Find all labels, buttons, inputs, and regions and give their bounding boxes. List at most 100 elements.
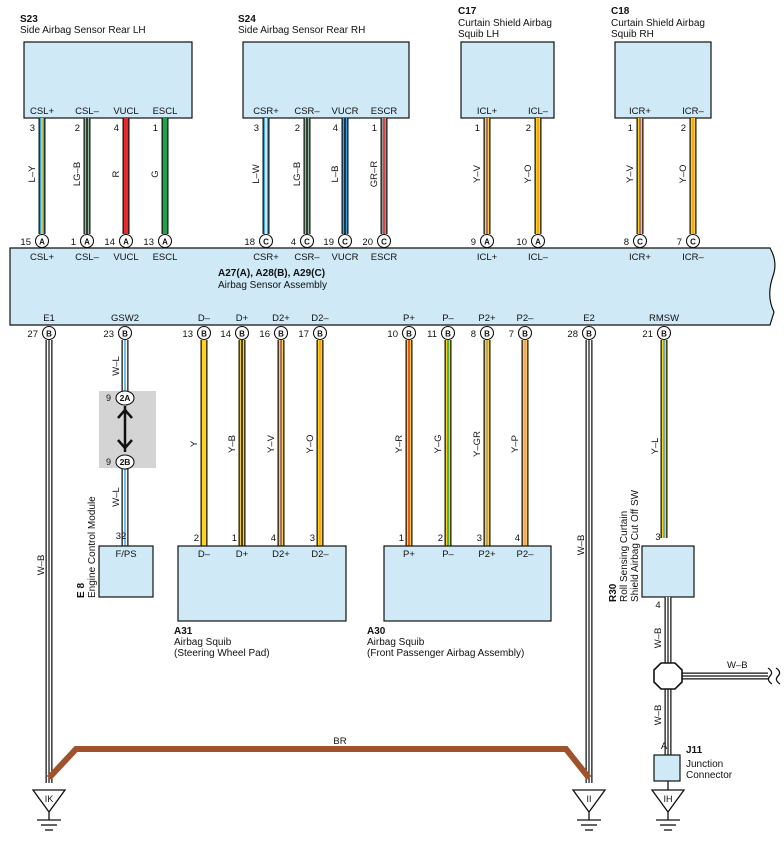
upper-pin-number: 2 [526,123,531,134]
assembly-box [9,247,776,326]
assembly-pin-name: CSL+ [30,252,54,263]
wire-label-r30-out: W–B [653,628,664,649]
c18-box [614,41,712,119]
squib-wire: Y–R [394,340,413,546]
top-wire: 2LG–B [292,118,311,234]
upper-pin-number: 1 [475,123,480,134]
assembly-pin-name: P– [442,313,454,324]
squib-wire: Y–O [305,340,324,546]
assembly-pin-number: 28 [567,329,578,340]
connector-letter: A [84,238,90,247]
connector-pin-icon [632,233,648,249]
assembly-pin-number: 27 [27,329,38,340]
s24-box [242,41,410,119]
assembly-pin-number: 18 [244,237,255,248]
wire-label: GR–R [369,161,380,188]
ground-label-mid: II [586,794,591,804]
airbag-sensor-assembly: A27(A), A28(B), A29(C) Airbag Sensor Ass… [9,247,776,326]
a31-pin-number: 4 [271,533,276,544]
assembly-pin-name: P2+ [478,313,496,324]
wire-e1: W–B [36,340,53,783]
connector-pin-icon [581,325,597,341]
assembly-pin-name: P2– [517,313,535,324]
assembly-pin-number: 9 [471,237,476,248]
assembly-code: A27(A), A28(B), A29(C) [218,268,325,279]
connector-pin-icon [157,233,173,249]
a30-pin-number: 2 [438,533,443,544]
wire-label: Y–O [678,164,689,183]
c17-name-line2: Squib LH [458,29,499,40]
assembly-bottom-pins: E1B27GSW2B23D–B13D+B14D2+B16D2–B17P+B10P… [27,313,679,341]
assembly-pin-number: 23 [103,329,114,340]
wire-label-e1: W–B [36,555,47,576]
connector-pin-icon [479,325,495,341]
connector-letter: B [122,330,128,339]
c17-pin-label: ICL– [528,106,549,117]
connector-letter: A [535,238,541,247]
assembly-pin-number: 10 [516,237,527,248]
top-wire: 3L–W [251,118,270,234]
assembly-pin-name: ICR+ [629,252,651,263]
squib-wire: Y–G [433,340,452,546]
assembly-pin-name: ESCR [371,252,398,263]
connector-pin-icon [312,325,328,341]
wire-label: Y–O [523,164,534,183]
wire-label: Y–V [625,164,636,183]
a30-sub: (Front Passenger Airbag Assembly) [367,648,524,659]
top-wire: 4R [111,118,130,234]
inline-label-2a: 2A [120,393,131,403]
connector-letter: C [304,238,310,247]
a30-pin-name: P2– [517,549,535,560]
upper-pin-number: 3 [30,123,35,134]
connector-pin-icon [337,233,353,249]
c18-code: C18 [611,6,630,17]
connector-letter: C [342,238,348,247]
j11-box [653,754,681,782]
connector-letter: B [239,330,245,339]
a31-pin-name: D2– [311,549,329,560]
squib-wire: Y–P [510,340,529,546]
ground-ii: II [571,789,607,831]
wire-label-branch: W–B [727,660,748,671]
top-wire: 2Y–O [523,118,542,234]
s24-pin-label: CSR– [294,106,320,117]
top-wire: 2Y–O [678,118,697,234]
connector-pin-icon [258,233,274,249]
a31-pin-number: 1 [232,533,237,544]
connector-letter: A [39,238,45,247]
assembly-pin-number: 11 [427,329,437,340]
connector-letter: A [162,238,168,247]
c18-pin-label: ICR+ [629,106,651,117]
a30-pin-number: 3 [477,533,482,544]
squib-wire: Y [189,340,208,546]
wire-label-gsw-upper: W–L [111,356,122,376]
component-a30: A30 Airbag Squib (Front Passenger Airbag… [367,545,552,659]
r30-name-line2: Shield Airbag Cut Off SW [630,489,641,602]
s23-name: Side Airbag Sensor Rear LH [20,25,146,36]
upper-pin-number: 1 [628,123,633,134]
ground-icon [571,789,607,814]
a30-pin-number: 1 [399,533,404,544]
connector-letter: C [263,238,269,247]
top-wire: 1GR–R [369,118,388,234]
c17-pin-label: ICL+ [477,106,498,117]
upper-pin-number: 2 [75,123,80,134]
assembly-pin-number: 14 [104,237,115,248]
connector-letter: B [278,330,284,339]
upper-pin-number: 1 [372,123,377,134]
assembly-pin-number: 7 [677,237,682,248]
s23-pin-label: CSL– [75,106,99,117]
connector-letter: C [637,238,643,247]
assembly-pin-name: D+ [236,313,249,324]
top-box-pin-labels: CSL+ CSL– VUCL ESCL CSR+ CSR– VUCR ESCR … [30,106,705,117]
top-wire: 2LG–B [72,118,91,234]
assembly-pin-name: E2 [583,313,595,324]
ground-icon [650,789,686,814]
a31-pin-name: D2+ [272,549,290,560]
assembly-pin-name: P+ [403,313,415,324]
wire-r30-ground: W–B W–B W–B [653,597,781,755]
connector-letter: C [690,238,696,247]
wire-rmsw: Y–L [650,340,668,538]
connector-pin-icon [401,325,417,341]
upper-pin-number: 2 [295,123,300,134]
